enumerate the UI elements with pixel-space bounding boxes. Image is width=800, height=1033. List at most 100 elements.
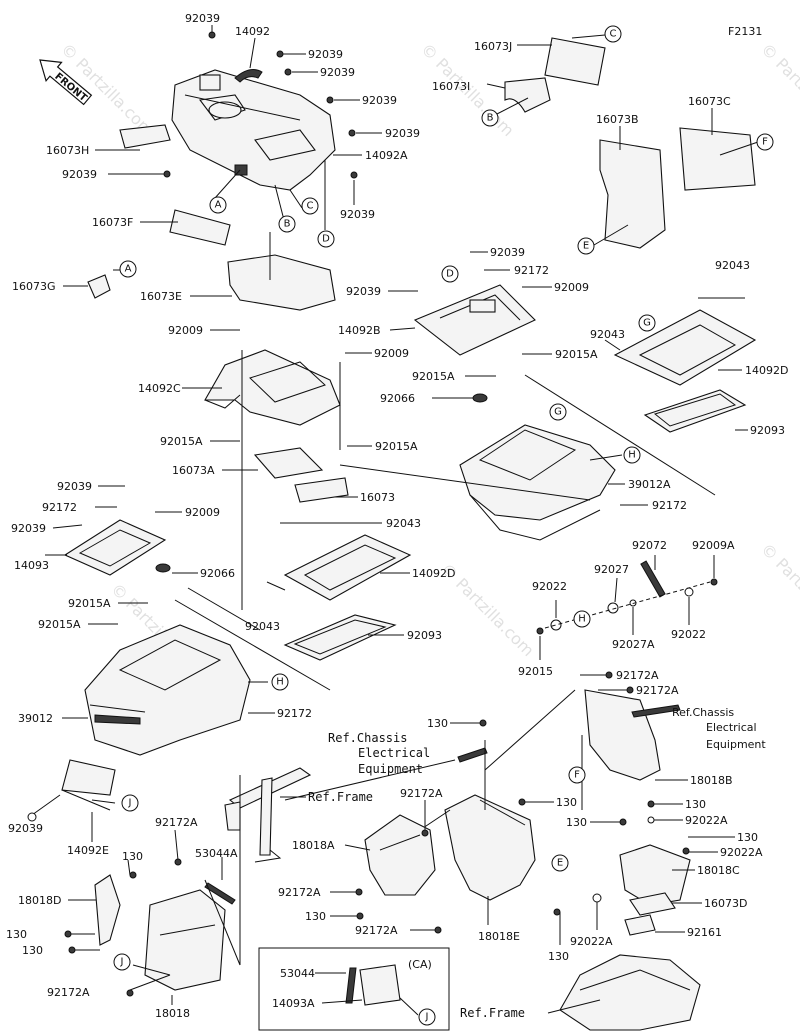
part-label: 18018C <box>697 864 740 877</box>
part-label: 92009 <box>554 281 589 294</box>
callout-j: J <box>418 1008 436 1026</box>
svg-text:C: C <box>307 201 314 212</box>
callout-j: J <box>113 953 131 971</box>
part-label: 92009 <box>185 506 220 519</box>
part-label: 130 <box>122 850 143 863</box>
svg-text:A: A <box>215 200 222 211</box>
part-label: 130 <box>556 796 577 809</box>
fastener-group-bottom-right <box>479 671 690 916</box>
frame-partial-right <box>559 954 701 1031</box>
svg-text:H: H <box>628 450 636 461</box>
part-label: 16073C <box>688 95 731 108</box>
frame-bracket-center <box>224 767 312 863</box>
part-label: 92172 <box>652 499 687 512</box>
part-label: 92043 <box>386 517 421 530</box>
part-label: 92161 <box>687 926 722 939</box>
part-label: 92027 <box>594 563 629 576</box>
svg-text:E: E <box>557 858 563 869</box>
callout-f: F <box>568 766 586 784</box>
part-label: 16073G <box>12 280 56 293</box>
part-label: 92172 <box>514 264 549 277</box>
part-label: 92172A <box>616 669 659 682</box>
part-label: 16073B <box>596 113 639 126</box>
part-label: 92027A <box>612 638 655 651</box>
part-label: 16073A <box>172 464 215 477</box>
callout-g: G <box>638 314 656 332</box>
part-label: 92172A <box>355 924 398 937</box>
svg-text:G: G <box>554 407 562 418</box>
part-label: 16073I <box>432 80 470 93</box>
part-label: 92072 <box>632 539 667 552</box>
cover-18018b <box>584 689 681 781</box>
part-label: 130 <box>22 944 43 957</box>
part-label: 18018 <box>155 1007 190 1020</box>
part-label: 92093 <box>750 424 785 437</box>
part-label: 92009A <box>692 539 735 552</box>
part-label: 92009 <box>168 324 203 337</box>
callout-h: H <box>271 673 289 691</box>
part-label: 92172A <box>636 684 679 697</box>
cover-18018d <box>94 874 121 946</box>
plate-14092e <box>61 759 116 811</box>
cover-18018e <box>444 794 536 901</box>
ref-chassis-line-1: Ref.Chassis <box>328 731 407 745</box>
seal-92093-right <box>643 389 747 433</box>
ref-chassis-line-2: Electrical <box>358 746 430 760</box>
svg-text:F: F <box>574 770 580 781</box>
fastener-group-top <box>163 31 358 179</box>
leader-lines-hardware <box>539 555 715 660</box>
part-label: 92039 <box>62 168 97 181</box>
leader-lines-center-right <box>339 251 748 506</box>
ref-chassis-line-1: Ref.Chassis <box>672 706 734 719</box>
part-label: 14092A <box>365 149 408 162</box>
cover-18018 <box>144 882 236 991</box>
leader-lines-top-left <box>63 25 382 297</box>
part-label: 16073H <box>46 144 89 157</box>
figure-code: F2131 <box>728 25 762 38</box>
part-label: 92022A <box>570 935 613 948</box>
part-label: 130 <box>427 717 448 730</box>
svg-text:F: F <box>762 137 768 148</box>
mat-group-top-right <box>504 37 756 249</box>
watermark: © Partzilla.com <box>757 39 800 140</box>
part-label: 92009 <box>374 347 409 360</box>
part-label: 92039 <box>8 822 43 835</box>
part-label: 92172 <box>42 501 77 514</box>
fastener-group-bottom-left <box>27 812 182 997</box>
svg-text:G: G <box>643 318 651 329</box>
part-label: 92039 <box>490 246 525 259</box>
part-label: 18018B <box>690 774 733 787</box>
callout-a: A <box>209 196 227 214</box>
bracket-14092c <box>204 349 341 426</box>
mat-16073d <box>629 892 676 916</box>
part-label: 92039 <box>346 285 381 298</box>
part-label: 16073E <box>140 290 182 303</box>
leader-lines-left-middle <box>45 485 410 719</box>
svg-text:B: B <box>284 219 291 230</box>
callout-d: D <box>317 230 335 248</box>
svg-text:E: E <box>583 241 589 252</box>
seal-92093-center <box>283 614 397 661</box>
part-label: 92172 <box>277 707 312 720</box>
part-label: 14092E <box>67 844 109 857</box>
part-label: 92015A <box>160 435 203 448</box>
part-label: 16073D <box>704 897 747 910</box>
part-label: 92043 <box>245 620 280 633</box>
part-label: 92093 <box>407 629 442 642</box>
svg-text:A: A <box>125 264 132 275</box>
box-39012 <box>84 624 251 756</box>
lid-14092b <box>413 284 536 356</box>
part-label: 130 <box>548 950 569 963</box>
part-label: 92043 <box>590 328 625 341</box>
fastener-group-bottom-center <box>355 829 442 934</box>
part-label: 92066 <box>200 567 235 580</box>
leader-line <box>547 999 601 1014</box>
svg-text:D: D <box>446 269 454 280</box>
box-39012a <box>459 424 616 541</box>
tray-14092d-center <box>283 534 412 601</box>
part-label: 39012 <box>18 712 53 725</box>
part-label: 92015A <box>38 618 81 631</box>
callout-g: G <box>549 403 567 421</box>
ref-frame-label: Ref.Frame <box>460 1006 525 1020</box>
part-label: 18018A <box>292 839 335 852</box>
